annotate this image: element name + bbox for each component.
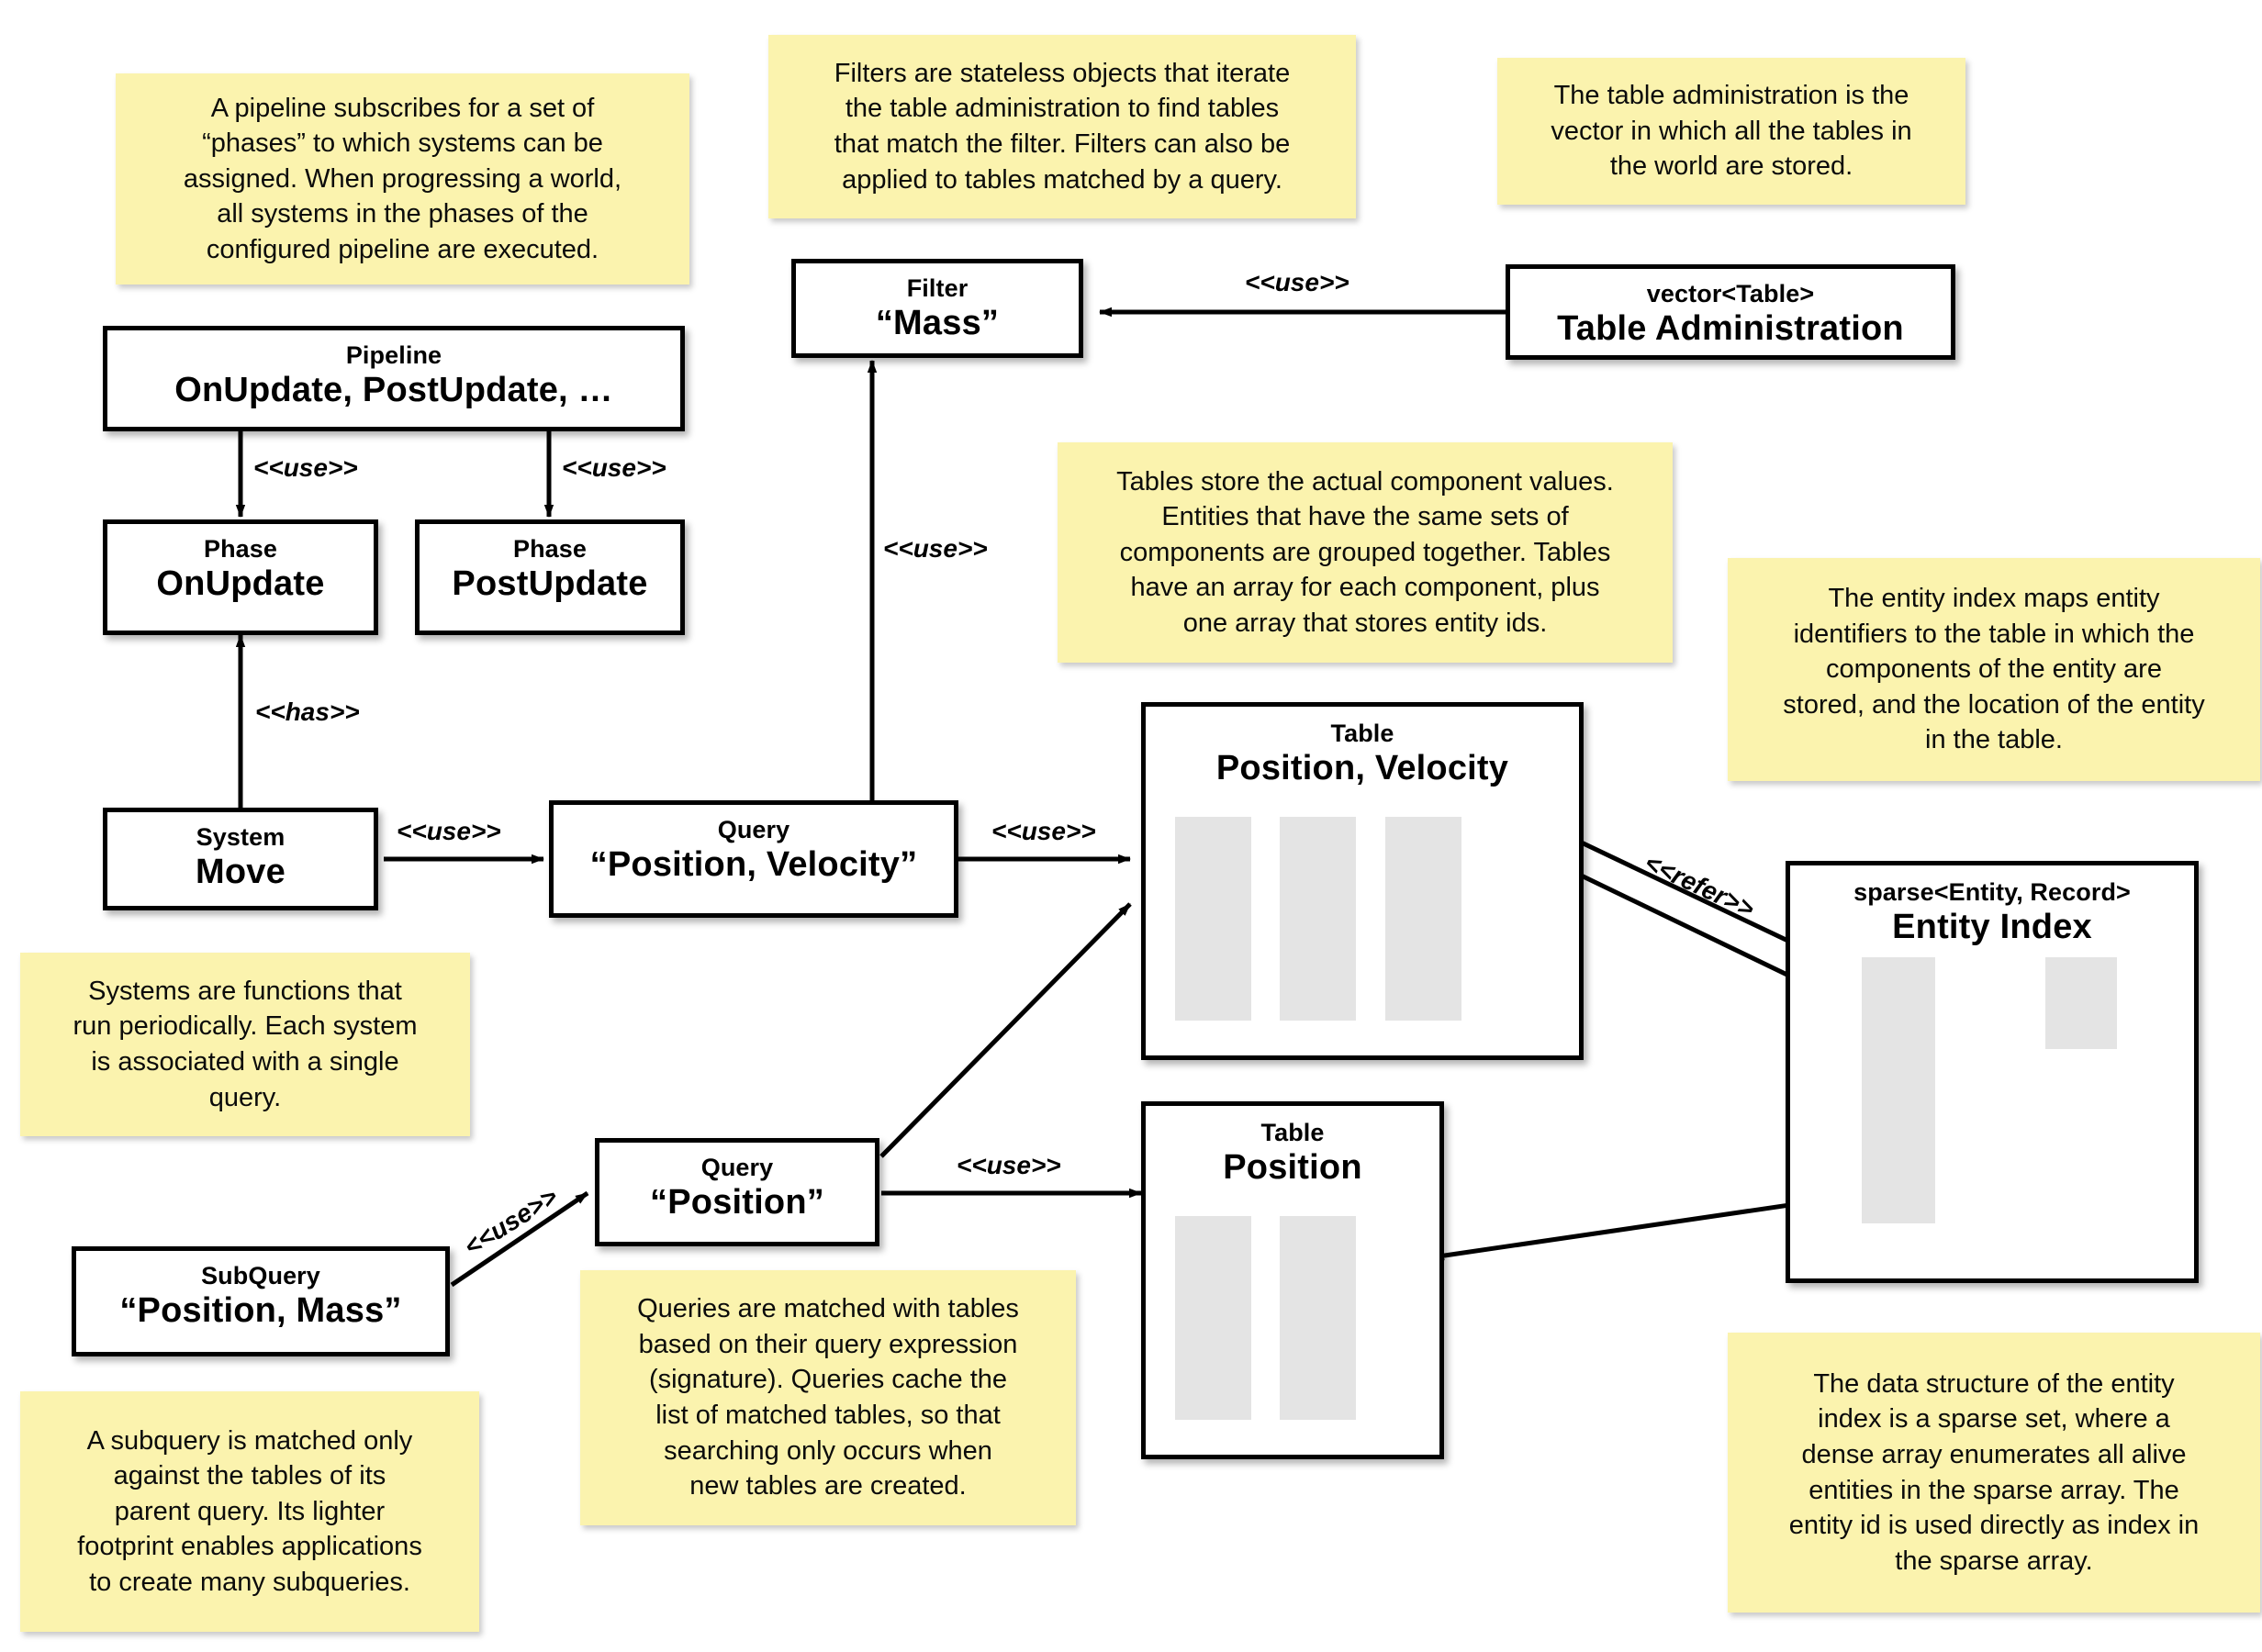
box-table-pos-vel[interactable]: Table Position, Velocity <box>1141 702 1584 1060</box>
box-query-pos-name: “Position” <box>650 1183 824 1222</box>
edge-label-query-uses-filter: <<use>> <box>883 534 988 563</box>
edge-label-move-has-onupdate: <<has>> <box>255 698 360 726</box>
box-filter-mass-name: “Mass” <box>875 304 1000 342</box>
box-subquery-stereotype: SubQuery <box>201 1262 320 1289</box>
entity-index-sparse-array <box>1862 957 1935 1223</box>
edge-label-admin-uses-filter: <<use>> <box>1245 268 1349 296</box>
box-pipeline-stereotype: Pipeline <box>345 341 442 369</box>
edge-label-index-refers-table: <<refer>> <box>1640 848 1759 924</box>
box-table-pos-stereotype: Table <box>1260 1119 1325 1146</box>
box-phase-onupdate-stereotype: Phase <box>203 535 278 563</box>
box-query-pos-vel-name: “Position, Velocity” <box>589 845 918 884</box>
note-pipeline: A pipeline subscribes for a set of “phas… <box>116 73 689 285</box>
box-phase-onupdate[interactable]: Phase OnUpdate <box>103 519 378 635</box>
box-table-pos-vel-stereotype: Table <box>1330 720 1394 747</box>
edge-label-pipeline-onupdate: <<use>> <box>253 453 358 482</box>
box-filter-mass[interactable]: Filter “Mass” <box>791 259 1083 358</box>
box-system-move-stereotype: System <box>196 823 286 851</box>
note-entity-index: The entity index maps entity identifiers… <box>1728 558 2260 781</box>
table-pos-vel-column-3 <box>1385 817 1461 1021</box>
table-pos-column-2 <box>1280 1216 1356 1420</box>
box-phase-postupdate[interactable]: Phase PostUpdate <box>415 519 685 635</box>
edge-label-queryposition-uses-table: <<use>> <box>957 1151 1061 1179</box>
note-queries: Queries are matched with tables based on… <box>580 1270 1076 1525</box>
box-table-admin-name: Table Administration <box>1557 309 1904 348</box>
note-tables: Tables store the actual component values… <box>1058 442 1673 663</box>
edge-label-subquery-uses-query: <<use>> <box>459 1181 563 1262</box>
box-subquery[interactable]: SubQuery “Position, Mass” <box>72 1246 450 1356</box>
note-subquery: A subquery is matched only against the t… <box>20 1391 479 1632</box>
box-phase-postupdate-name: PostUpdate <box>452 564 648 603</box>
box-phase-onupdate-name: OnUpdate <box>156 564 325 603</box>
box-entity-index[interactable]: sparse<Entity, Record> Entity Index <box>1786 861 2199 1283</box>
edge-label-move-uses-query: <<use>> <box>397 817 501 845</box>
box-query-pos-stereotype: Query <box>700 1154 774 1181</box>
box-table-pos-vel-name: Position, Velocity <box>1215 749 1509 787</box>
box-system-move-name: Move <box>196 853 286 891</box>
table-pos-vel-column-2 <box>1280 817 1356 1021</box>
edge-label-query-uses-table: <<use>> <box>991 817 1096 845</box>
box-filter-mass-stereotype: Filter <box>906 274 969 302</box>
table-pos-column-1 <box>1175 1216 1251 1420</box>
box-query-pos-vel-stereotype: Query <box>717 816 790 843</box>
box-phase-postupdate-stereotype: Phase <box>512 535 588 563</box>
note-systems: Systems are functions that run periodica… <box>20 953 470 1136</box>
note-filter: Filters are stateless objects that itera… <box>768 35 1356 218</box>
note-table-admin: The table administration is the vector i… <box>1497 58 1965 205</box>
note-sparse: The data structure of the entity index i… <box>1728 1333 2260 1613</box>
edge-label-pipeline-postupdate: <<use>> <box>562 453 666 482</box>
edge-queryposition-uses-table-posvel <box>879 902 1132 1158</box>
box-pipeline-name: OnUpdate, PostUpdate, … <box>174 371 613 409</box>
box-entity-index-name: Entity Index <box>1892 908 2092 946</box>
table-pos-vel-column-1 <box>1175 817 1251 1021</box>
box-query-pos-vel[interactable]: Query “Position, Velocity” <box>549 800 958 918</box>
box-entity-index-stereotype: sparse<Entity, Record> <box>1853 878 2131 906</box>
entity-index-dense-array <box>2045 957 2117 1049</box>
box-table-admin[interactable]: vector<Table> Table Administration <box>1506 264 1955 360</box>
box-pipeline[interactable]: Pipeline OnUpdate, PostUpdate, … <box>103 326 685 431</box>
box-system-move[interactable]: System Move <box>103 808 378 910</box>
box-query-pos[interactable]: Query “Position” <box>595 1138 879 1246</box>
box-subquery-name: “Position, Mass” <box>119 1291 402 1330</box>
box-table-admin-stereotype: vector<Table> <box>1646 280 1815 307</box>
box-table-pos-name: Position <box>1223 1148 1362 1187</box>
box-table-pos[interactable]: Table Position <box>1141 1101 1444 1459</box>
